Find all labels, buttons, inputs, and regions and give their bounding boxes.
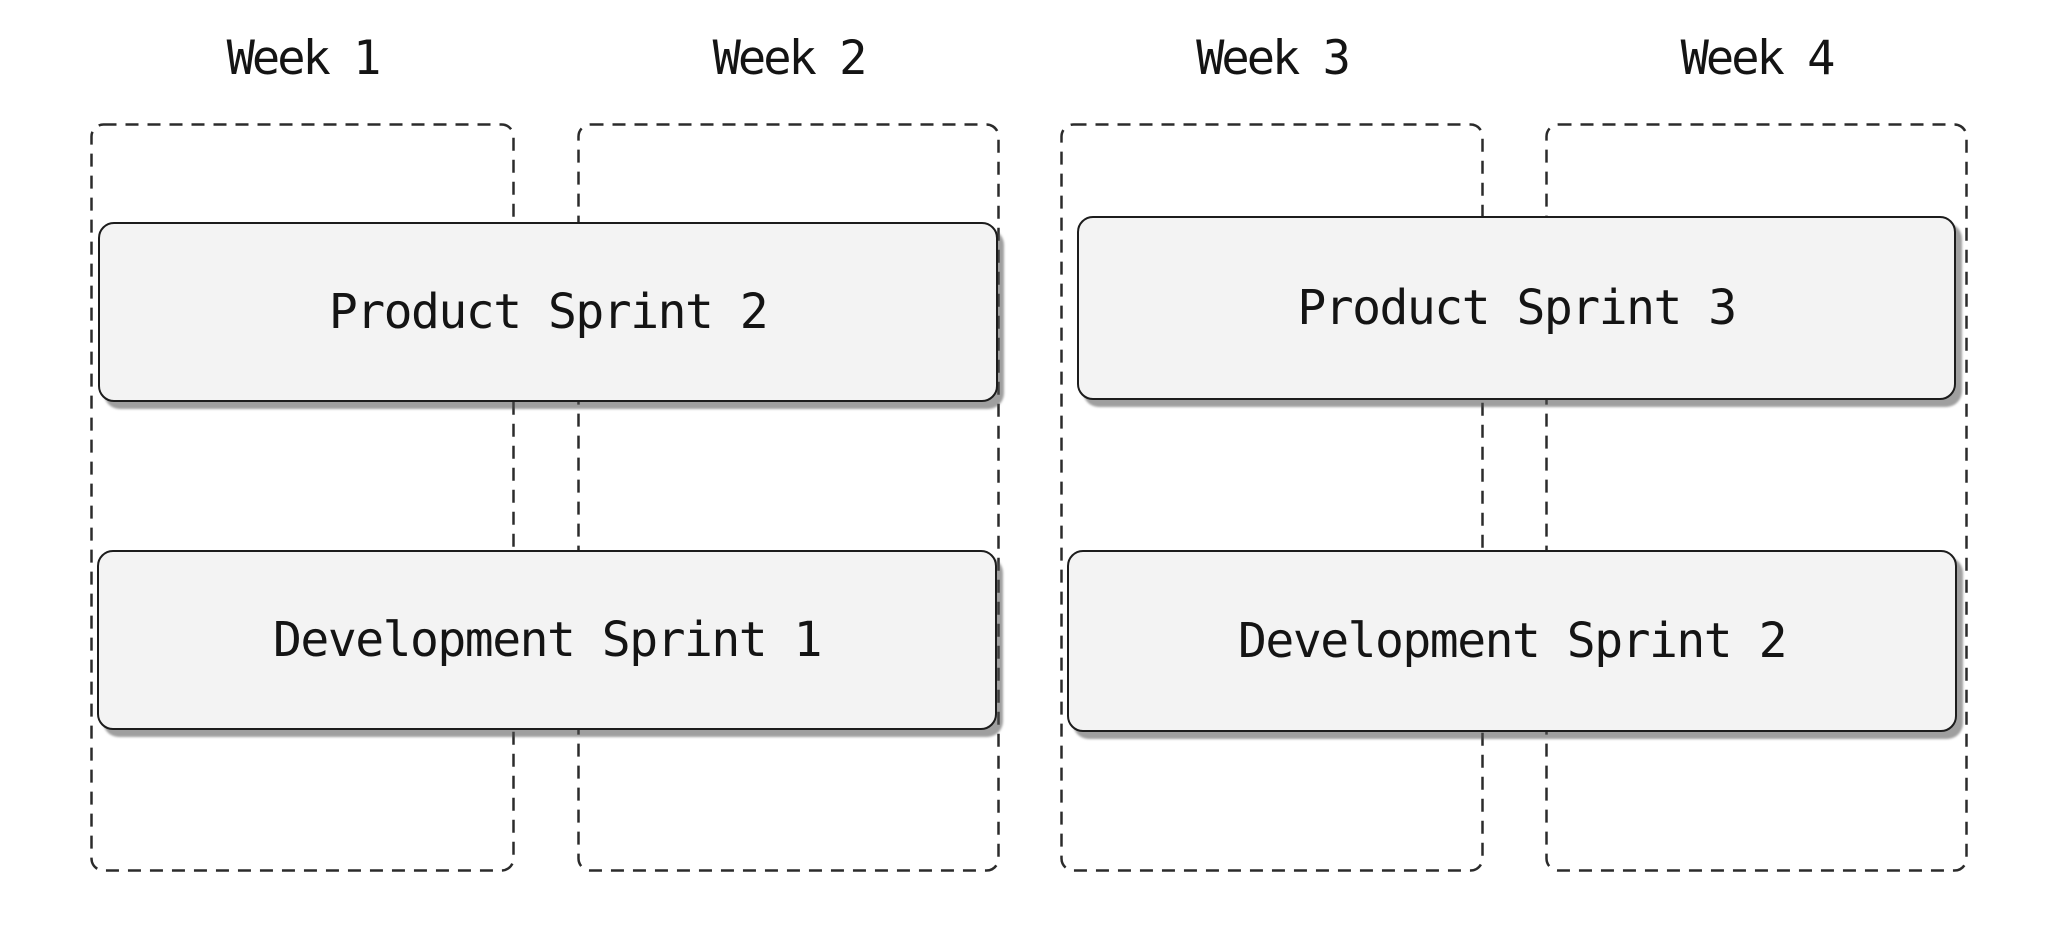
week-4-column-outline	[1545, 123, 1968, 872]
task-development-sprint-2-label: Development Sprint 2	[1238, 613, 1787, 669]
task-product-sprint-2-label: Product Sprint 2	[328, 284, 769, 340]
task-development-sprint-1: Development Sprint 1	[97, 550, 997, 730]
task-development-sprint-2: Development Sprint 2	[1067, 550, 1957, 732]
task-product-sprint-2: Product Sprint 2	[98, 222, 998, 402]
week-1-column-outline	[90, 123, 515, 872]
task-product-sprint-3: Product Sprint 3	[1077, 216, 1956, 400]
week-2-column-outline	[577, 123, 1000, 872]
week-2-label: Week 2	[712, 31, 868, 86]
task-product-sprint-3-label: Product Sprint 3	[1297, 280, 1737, 336]
week-4-label: Week 4	[1680, 31, 1836, 86]
week-1-label: Week 1	[226, 31, 382, 86]
week-3-label: Week 3	[1196, 31, 1351, 86]
task-development-sprint-1-label: Development Sprint 1	[273, 612, 822, 668]
week-3-column-outline	[1060, 123, 1484, 872]
